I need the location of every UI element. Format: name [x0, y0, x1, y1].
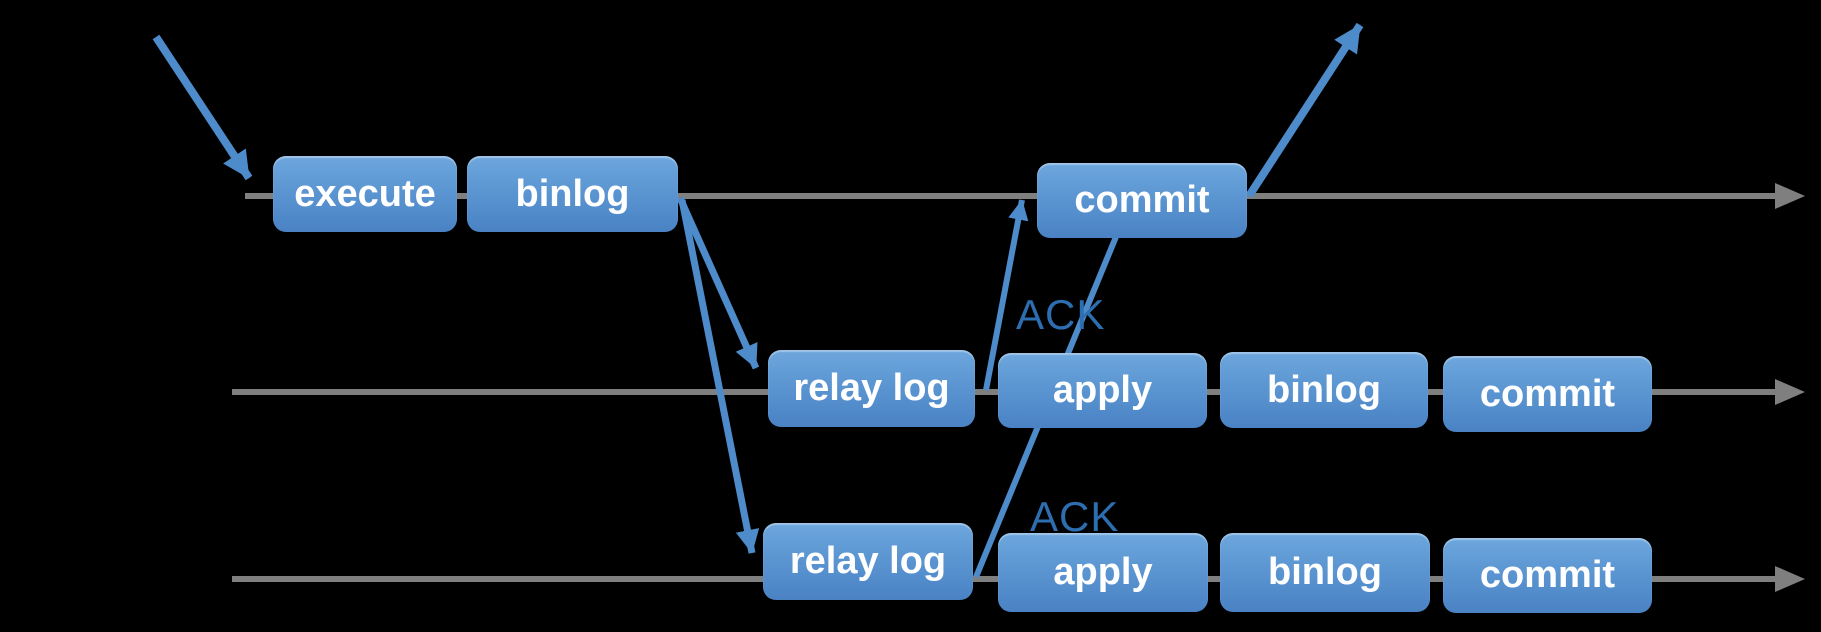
box-replica2-apply: apply: [998, 533, 1208, 612]
box-master-execute: execute: [273, 156, 457, 232]
replica1-ack-arrow: [983, 199, 1029, 391]
replica2-ack-label: ACK: [1030, 493, 1120, 540]
box-replica1-relay-log: relay log: [768, 350, 975, 427]
box-master-commit: commit: [1037, 163, 1247, 238]
client-request-arrow: [152, 34, 253, 181]
binlog-to-replica1-relaylog-arrow: [676, 196, 760, 370]
box-replica2-commit: commit: [1443, 538, 1652, 613]
box-replica2-binlog: binlog: [1220, 533, 1430, 612]
replica1-ack-label: ACK: [1016, 291, 1106, 338]
box-master-binlog: binlog: [467, 156, 678, 232]
box-replica1-binlog: binlog: [1220, 352, 1428, 428]
box-replica1-commit: commit: [1443, 356, 1652, 432]
client-response-arrow: [1245, 22, 1364, 199]
binlog-to-replica2-relaylog-arrow: [678, 199, 760, 554]
master-timeline-arrow: [245, 183, 1805, 209]
box-replica2-relay-log: relay log: [763, 523, 973, 600]
box-replica1-apply: apply: [998, 353, 1207, 428]
